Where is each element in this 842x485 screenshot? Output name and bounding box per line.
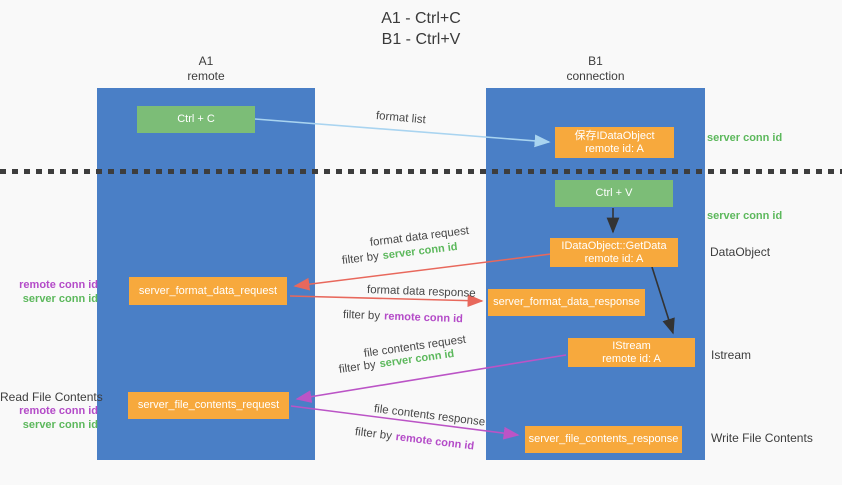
node-idataobject-getdata: IDataObject::GetData remote id: A: [550, 238, 678, 267]
server-conn-id-right-2: server conn id: [707, 210, 783, 222]
diagram-title: A1 - Ctrl+C B1 - Ctrl+V: [0, 8, 842, 50]
istream-line1: IStream: [612, 339, 651, 352]
b1-name: B1: [588, 54, 603, 68]
server-file-contents-request-label: server_file_contents_request: [137, 399, 280, 411]
node-server-file-contents-request: server_file_contents_request: [128, 392, 289, 419]
ctrl-v-label: Ctrl + V: [595, 187, 633, 199]
remote-conn-id-left-2: remote conn id: [19, 405, 98, 417]
left-conn-id-block-1: remote conn id server conn id: [0, 278, 98, 306]
save-idataobject-line1: 保存IDataObject: [574, 129, 655, 142]
filter-by-text: filter by: [341, 250, 380, 267]
dotted-separator: [0, 169, 842, 174]
server-conn-id-left-2: server conn id: [22, 419, 98, 431]
server-conn-id-left-1: server conn id: [22, 293, 98, 305]
node-save-idataobject: 保存IDataObject remote id: A: [555, 127, 674, 158]
remote-conn-id-filter-1: remote conn id: [383, 310, 464, 326]
server-conn-id-right-1: server conn id: [707, 132, 783, 144]
getdata-line2: remote id: A: [584, 252, 644, 265]
ctrl-c-label: Ctrl + C: [177, 113, 215, 125]
left-conn-id-block-2: Read File Contents remote conn id server…: [0, 390, 103, 432]
b1-subtitle: connection: [566, 69, 625, 83]
istream-label: Istream: [711, 348, 752, 362]
istream-line2: remote id: A: [602, 352, 661, 365]
a1-subtitle: remote: [187, 69, 225, 83]
node-server-format-data-request: server_format_data_request: [129, 277, 287, 305]
node-server-file-contents-response: server_file_contents_response: [525, 426, 682, 453]
node-server-format-data-response: server_format_data_response: [488, 289, 645, 316]
node-ctrl-c: Ctrl + C: [137, 106, 255, 133]
save-idataobject-line2: remote id: A: [585, 142, 644, 155]
server-format-data-response-label: server_format_data_response: [493, 296, 640, 308]
write-file-contents-label: Write File Contents: [711, 431, 813, 445]
title-line-2: B1 - Ctrl+V: [381, 31, 461, 48]
file-contents-response-label: file contents response: [373, 403, 486, 429]
node-istream: IStream remote id: A: [568, 338, 695, 367]
dataobject-label: DataObject: [710, 245, 771, 259]
server-file-contents-response-label: server_file_contents_response: [528, 433, 679, 445]
read-file-contents-label: Read File Contents: [0, 390, 103, 404]
format-data-response-label: format data response: [366, 284, 476, 300]
filter-by-text: filter by: [342, 309, 381, 323]
getdata-line1: IDataObject::GetData: [561, 239, 667, 252]
remote-conn-id-left-1: remote conn id: [19, 279, 98, 291]
title-line-1: A1 - Ctrl+C: [381, 10, 461, 27]
server-format-data-request-label: server_format_data_request: [138, 284, 278, 297]
a1-name: A1: [198, 54, 214, 68]
node-ctrl-v: Ctrl + V: [555, 180, 673, 207]
filter-by-text: filter by: [338, 358, 377, 376]
format-list-label: format list: [375, 110, 427, 127]
column-header-a1: A1 remote: [97, 54, 315, 84]
remote-conn-id-filter-2: remote conn id: [395, 431, 475, 453]
filter-by-text: filter by: [354, 426, 393, 443]
column-header-b1: B1 connection: [486, 54, 705, 84]
